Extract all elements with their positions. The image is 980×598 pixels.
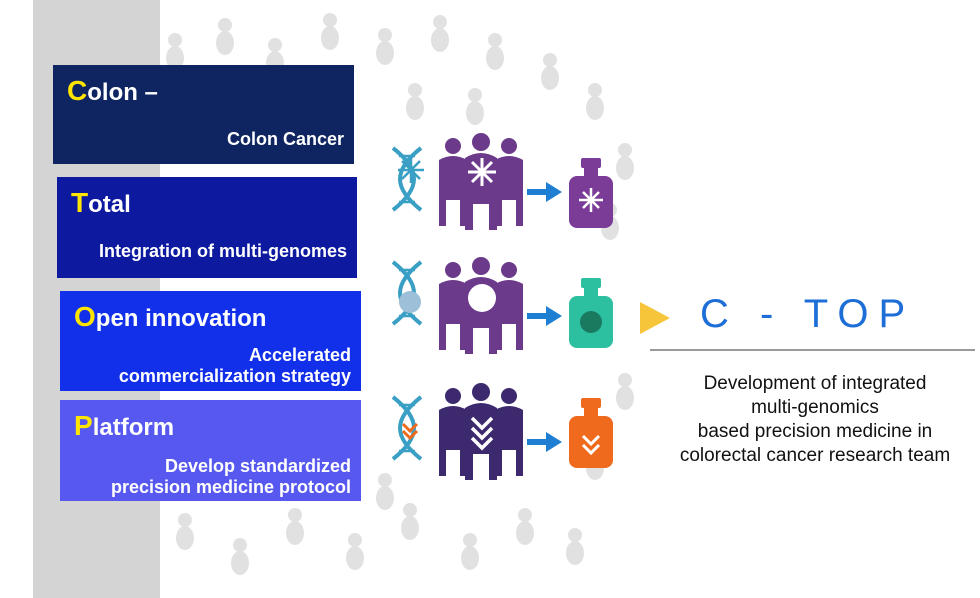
vial-icon xyxy=(569,398,613,468)
row-open-subtitle-line2: commercialization strategy xyxy=(118,366,351,386)
row-colon-subtitle: Colon Cancer xyxy=(226,129,344,149)
row-platform-subtitle-line1: Develop standardized xyxy=(164,456,351,476)
dna-icon xyxy=(391,146,423,212)
right-arrow-icon xyxy=(527,306,562,326)
row-platform-box: Platform Develop standardized precision … xyxy=(60,400,361,501)
right-arrow-icon xyxy=(527,432,562,452)
row-platform-heading-rest: latform xyxy=(92,414,175,441)
ctop-divider xyxy=(650,349,975,351)
row-colon-initial: C xyxy=(67,75,88,106)
row-platform-heading: Platform xyxy=(74,410,174,442)
ctop-description: Development of integrated multi-genomics… xyxy=(655,372,975,468)
gear-dot-icon xyxy=(468,284,496,312)
chevron-down-icon xyxy=(401,422,419,441)
snowflake-icon xyxy=(579,188,603,212)
gear-dot-icon xyxy=(580,311,602,333)
row-open-heading-rest: pen innovation xyxy=(95,305,267,332)
row-open-subtitle-line1: Accelerated xyxy=(248,345,351,365)
gear-dot-icon xyxy=(399,291,421,313)
row-colon-heading-rest: olon – xyxy=(87,79,158,106)
row-colon-box: Colon – Colon Cancer xyxy=(53,65,354,164)
ctop-description-line: based precision medicine in xyxy=(697,421,933,442)
row-platform-subtitle-line2: precision medicine protocol xyxy=(110,477,351,497)
row-open-heading: Open innovation xyxy=(74,301,266,333)
row-total-heading-rest: otal xyxy=(88,191,131,218)
ctop-description-line: Development of integrated xyxy=(703,373,927,394)
row-total-initial: T xyxy=(71,187,89,218)
right-arrow-icon xyxy=(527,182,562,202)
ctop-description-line: multi-genomics xyxy=(751,397,879,418)
snowflake-icon xyxy=(468,158,496,186)
row-total-subtitle: Integration of multi-genomes xyxy=(98,241,347,261)
row-open-initial: O xyxy=(74,301,96,332)
chevron-down-icon xyxy=(470,416,494,451)
row-open-box: Open innovation Accelerated commercializ… xyxy=(60,291,361,391)
row-total-heading: Total xyxy=(71,187,131,219)
people-icon xyxy=(439,383,523,480)
ctop-title: C - TOP xyxy=(700,292,916,336)
row-platform-initial: P xyxy=(74,410,93,441)
chevron-down-icon xyxy=(581,434,601,456)
ctop-description-line: colorectal cancer research team xyxy=(679,445,951,466)
snowflake-icon xyxy=(398,157,424,183)
row-colon-heading: Colon – xyxy=(67,75,158,107)
row-total-box: Total Integration of multi-genomes xyxy=(57,177,357,278)
play-arrow-icon xyxy=(640,302,670,334)
